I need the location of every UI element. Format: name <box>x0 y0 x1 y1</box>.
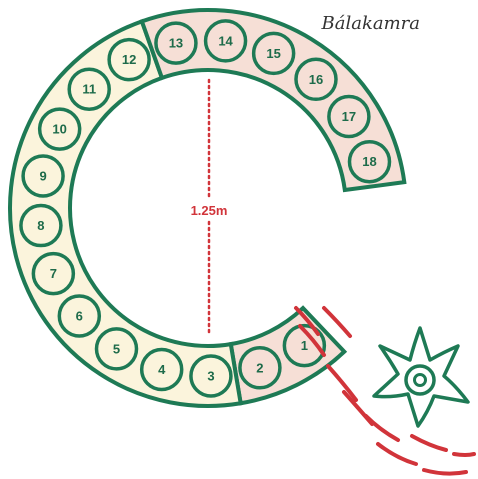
trail-dash-10 <box>454 454 474 455</box>
trail-dash-9 <box>424 470 466 474</box>
cell-label-12: 12 <box>122 52 136 67</box>
diameter-label: 1.25m <box>191 203 228 218</box>
cell-label-18: 18 <box>362 154 376 169</box>
cell-label-6: 6 <box>76 308 83 323</box>
cell-label-15: 15 <box>266 46 280 61</box>
cell-label-3: 3 <box>207 368 214 383</box>
diagram-title: Bálakamra <box>321 13 421 34</box>
cell-label-11: 11 <box>82 82 96 97</box>
cell-label-7: 7 <box>50 266 57 281</box>
cell-label-9: 9 <box>39 168 46 183</box>
cell-label-1: 1 <box>301 338 308 353</box>
cell-label-5: 5 <box>113 341 120 356</box>
cell-label-14: 14 <box>218 33 233 48</box>
cell-label-10: 10 <box>52 122 66 137</box>
cell-label-16: 16 <box>309 72 323 87</box>
cell-label-4: 4 <box>158 362 166 377</box>
trail-dash-4 <box>328 366 356 400</box>
trail-dash-6 <box>366 416 398 440</box>
vortex-icon <box>374 328 468 426</box>
trail-dash-7 <box>378 444 416 464</box>
cell-label-2: 2 <box>256 360 263 375</box>
trail-dash-8 <box>412 436 446 450</box>
cell-label-8: 8 <box>37 218 44 233</box>
cell-label-13: 13 <box>169 36 183 51</box>
cell-label-17: 17 <box>342 109 356 124</box>
